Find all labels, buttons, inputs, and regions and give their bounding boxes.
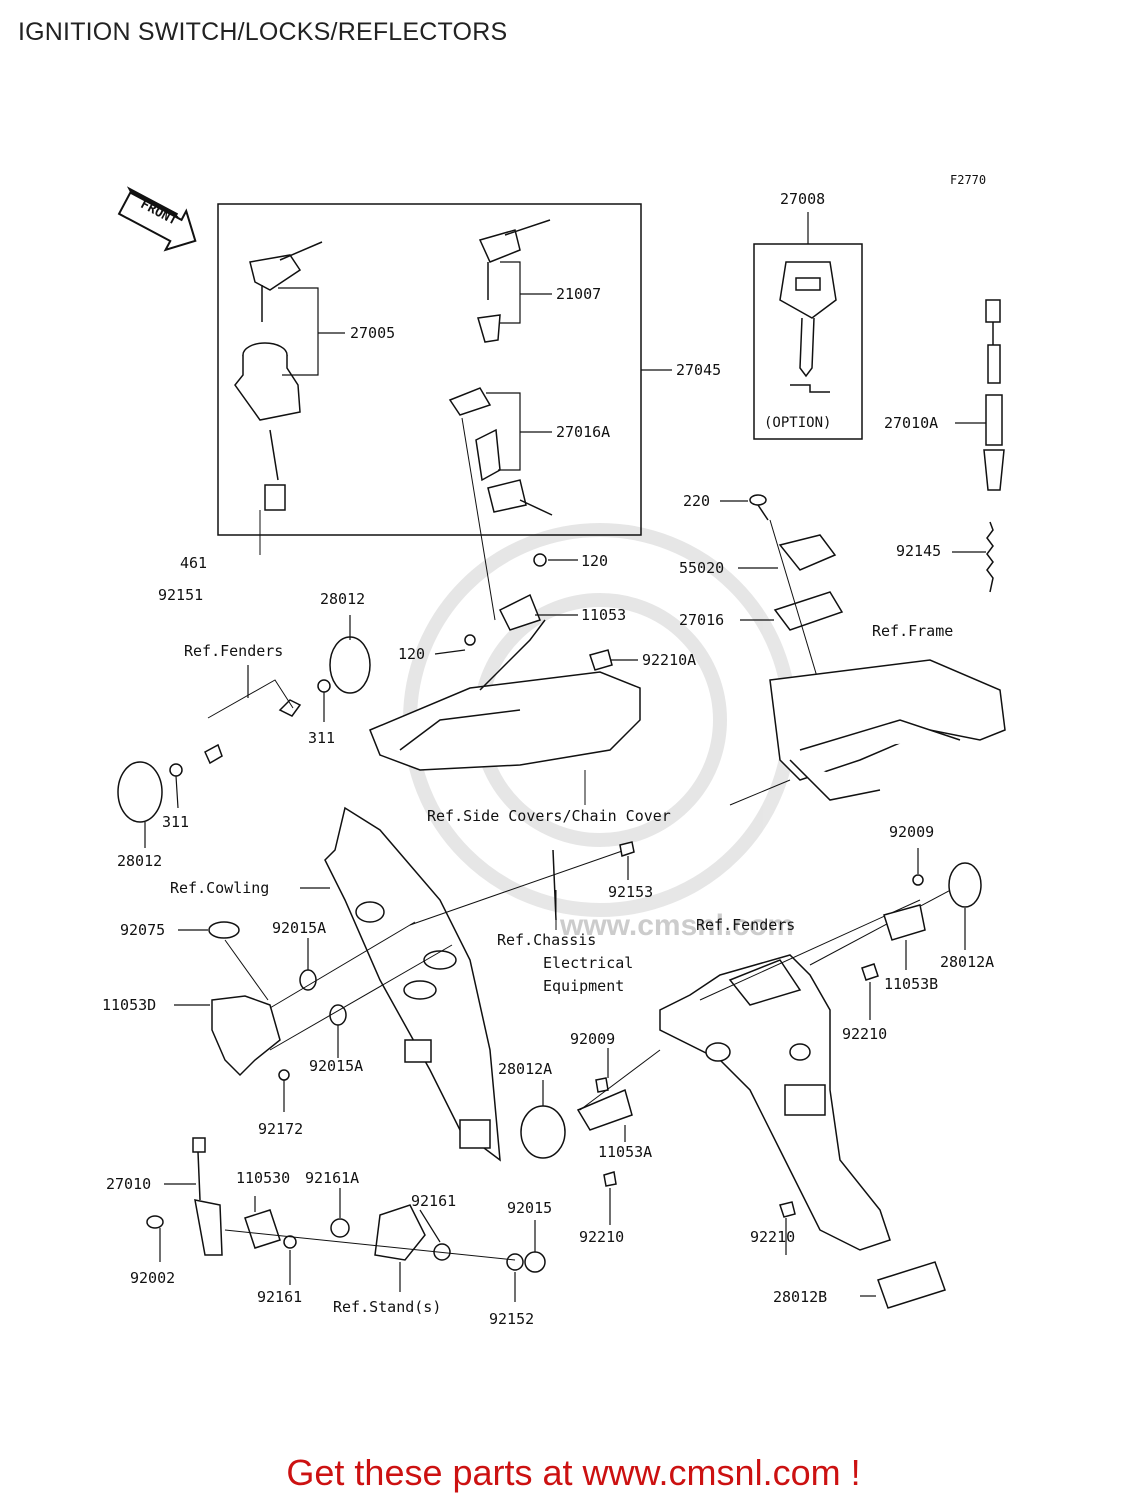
callout-92210a: 92210A [642, 651, 696, 669]
callout-92145: 92145 [896, 542, 941, 560]
callout-92210b: 92210 [579, 1228, 624, 1246]
callout-11053b: 11053B [884, 975, 938, 993]
callout-27010a: 27010A [884, 414, 938, 432]
callout-refcowling: Ref.Cowling [170, 879, 269, 897]
reflector-lower-icon [520, 1077, 633, 1187]
callout-92210a: 92210 [842, 1025, 887, 1043]
seat-switch-icon [983, 299, 1005, 491]
callout-92210c: 92210 [750, 1228, 795, 1246]
callout-21007: 21007 [556, 285, 601, 303]
callout-refstand: Ref.Stand(s) [333, 1298, 441, 1316]
callout-92153: 92153 [608, 883, 653, 901]
bracket-11053d-icon [208, 921, 347, 1081]
callout-461: 461 [180, 554, 207, 572]
option-label: (OPTION) [764, 415, 831, 431]
callout-92009a: 92009 [889, 823, 934, 841]
callout-27008: 27008 [780, 190, 825, 208]
key-set-icon [477, 219, 551, 343]
callout-reffenders1: Ref.Fenders [184, 642, 283, 660]
callout-92015aa: 92015A [272, 919, 326, 937]
callout-refchassis1: Ref.Chassis [497, 931, 596, 949]
option-box-27008 [753, 243, 863, 440]
callout-311b: 311 [162, 813, 189, 831]
spring-icon [986, 521, 994, 593]
callout-refframe: Ref.Frame [872, 622, 953, 640]
bolt-92153-icon [619, 841, 635, 857]
callout-27016a: 27016A [556, 423, 610, 441]
callout-27016: 27016 [679, 611, 724, 629]
callout-92152: 92152 [489, 1310, 534, 1328]
figure-code: F2770 [950, 173, 986, 187]
callout-92151: 92151 [158, 586, 203, 604]
callout-92161a: 92161A [305, 1169, 359, 1187]
callout-120b: 120 [398, 645, 425, 663]
callout-120a: 120 [581, 552, 608, 570]
callout-92015: 92015 [507, 1199, 552, 1217]
callout-92172: 92172 [258, 1120, 303, 1138]
callout-92002: 92002 [130, 1269, 175, 1287]
latch-assembly-icon [749, 494, 844, 631]
rear-fender-icon [659, 954, 891, 1251]
callout-28012b: 28012B [773, 1288, 827, 1306]
footer-link[interactable]: Get these parts at www.cmsnl.com ! [286, 1452, 861, 1493]
callout-110530: 110530 [236, 1169, 290, 1187]
seat-lock-icon [448, 387, 553, 516]
callout-28012aa: 28012A [940, 953, 994, 971]
callout-220: 220 [683, 492, 710, 510]
callout-28012b: 28012 [117, 852, 162, 870]
reflector-right-icon [861, 862, 982, 981]
reflector-left-icon [117, 743, 223, 823]
callout-11053: 11053 [581, 606, 626, 624]
page-title: IGNITION SWITCH/LOCKS/REFLECTORS [18, 18, 508, 46]
callout-labels: 27008 27005 21007 27045 27016A 27010A 220 92145… [102, 190, 994, 1328]
callout-92161a: 92161 [411, 1192, 456, 1210]
callout-reffenders2: Ref.Fenders [696, 916, 795, 934]
callout-11053d: 11053D [102, 996, 156, 1014]
reflector-icon [278, 636, 371, 717]
key-blank-icon [779, 261, 837, 393]
callout-92015ab: 92015A [309, 1057, 363, 1075]
watermark-text: www.cmsnl.com [559, 909, 794, 942]
callout-27010: 27010 [106, 1175, 151, 1193]
parts-diagram: www.cmsnl.com F2770 FRONT (OPTION) [102, 173, 1006, 1328]
frame-icon [769, 659, 1006, 801]
callout-28012ab: 28012A [498, 1060, 552, 1078]
side-cover-icon [369, 553, 641, 771]
callout-55020: 55020 [679, 559, 724, 577]
callout-refchassis3: Equipment [543, 977, 624, 995]
callout-92075: 92075 [120, 921, 165, 939]
callout-28012a: 28012 [320, 590, 365, 608]
callout-92009b: 92009 [570, 1030, 615, 1048]
reflector-rear-icon [779, 1201, 946, 1309]
callout-refside: Ref.Side Covers/Chain Cover [427, 807, 671, 825]
callout-92161b: 92161 [257, 1288, 302, 1306]
callout-11053a: 11053A [598, 1143, 652, 1161]
callout-27005: 27005 [350, 324, 395, 342]
stand-switch-icon [146, 1137, 546, 1273]
callout-refchassis2: Electrical [543, 954, 633, 972]
front-arrow-icon [117, 186, 197, 252]
cowling-icon [324, 806, 501, 1162]
callout-27045: 27045 [676, 361, 721, 379]
callout-311a: 311 [308, 729, 335, 747]
ignition-switch-icon [234, 241, 323, 511]
